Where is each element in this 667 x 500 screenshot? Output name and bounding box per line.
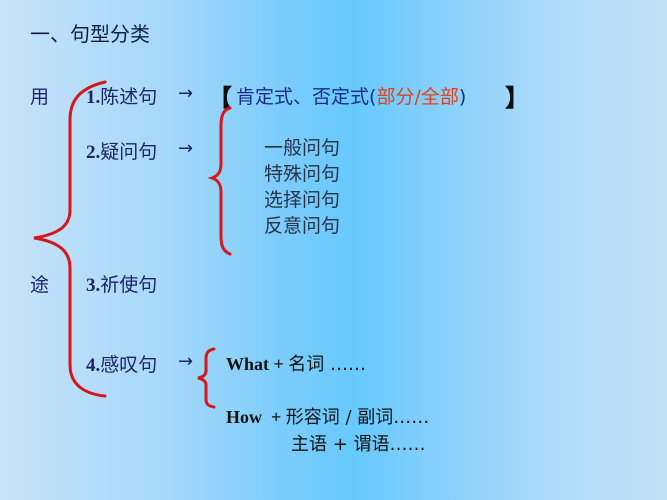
slide-title: 一、句型分类 xyxy=(30,22,150,46)
exclamatory-how: How + 形容词 / 副词…… xyxy=(226,403,429,429)
arrow-icon: → xyxy=(178,138,194,159)
item-label: 陈述句 xyxy=(100,86,158,108)
forms-text: 肯定式、否定式 xyxy=(236,86,370,108)
item-number: 2. xyxy=(86,142,101,163)
item-declarative: 1.陈述句 xyxy=(86,82,157,109)
close-bracket: 】 xyxy=(505,84,529,112)
side-label-bottom: 途 xyxy=(30,274,50,296)
side-label-top: 用 xyxy=(30,86,50,108)
item-label: 感叹句 xyxy=(100,354,158,376)
partial-full-text: 部分/全部 xyxy=(376,86,459,108)
arrow-icon: → xyxy=(178,83,194,104)
exclamatory-brace-icon xyxy=(197,347,216,409)
item-number: 4. xyxy=(86,355,101,376)
clause-text: 主语 + 谓语…… xyxy=(291,434,426,455)
main-brace-icon xyxy=(33,80,107,398)
declarative-forms: 肯定式、否定式(部分/全部) xyxy=(236,82,466,109)
paren-close: ) xyxy=(458,86,467,108)
question-types-list: 一般问句 特殊问句 选择问句 反意问句 xyxy=(264,135,340,239)
exclamatory-what: What + 名词 …… xyxy=(226,350,366,376)
how-rest: 形容词 / 副词…… xyxy=(285,407,430,428)
plus-sign: + xyxy=(273,354,284,374)
question-type: 特殊问句 xyxy=(264,163,341,185)
item-label: 疑问句 xyxy=(100,141,158,163)
how-word: How xyxy=(226,407,262,427)
question-type: 选择问句 xyxy=(264,189,341,211)
item-imperative: 3.祈使句 xyxy=(86,270,157,297)
question-brace-icon xyxy=(207,106,232,256)
item-exclamatory: 4.感叹句 xyxy=(86,350,157,377)
arrow-icon: → xyxy=(178,351,194,372)
question-type: 一般问句 xyxy=(264,137,341,159)
item-number: 3. xyxy=(86,275,101,296)
item-label: 祈使句 xyxy=(100,274,158,296)
what-word: What xyxy=(226,354,270,374)
question-type: 反意问句 xyxy=(264,215,341,237)
what-rest: 名词 …… xyxy=(288,354,367,375)
item-interrogative: 2.疑问句 xyxy=(86,137,157,164)
plus-sign: + xyxy=(271,407,282,427)
item-number: 1. xyxy=(86,87,101,108)
exclamatory-clause: 主语 + 谓语…… xyxy=(291,430,426,456)
paren-open: ( xyxy=(369,86,377,108)
